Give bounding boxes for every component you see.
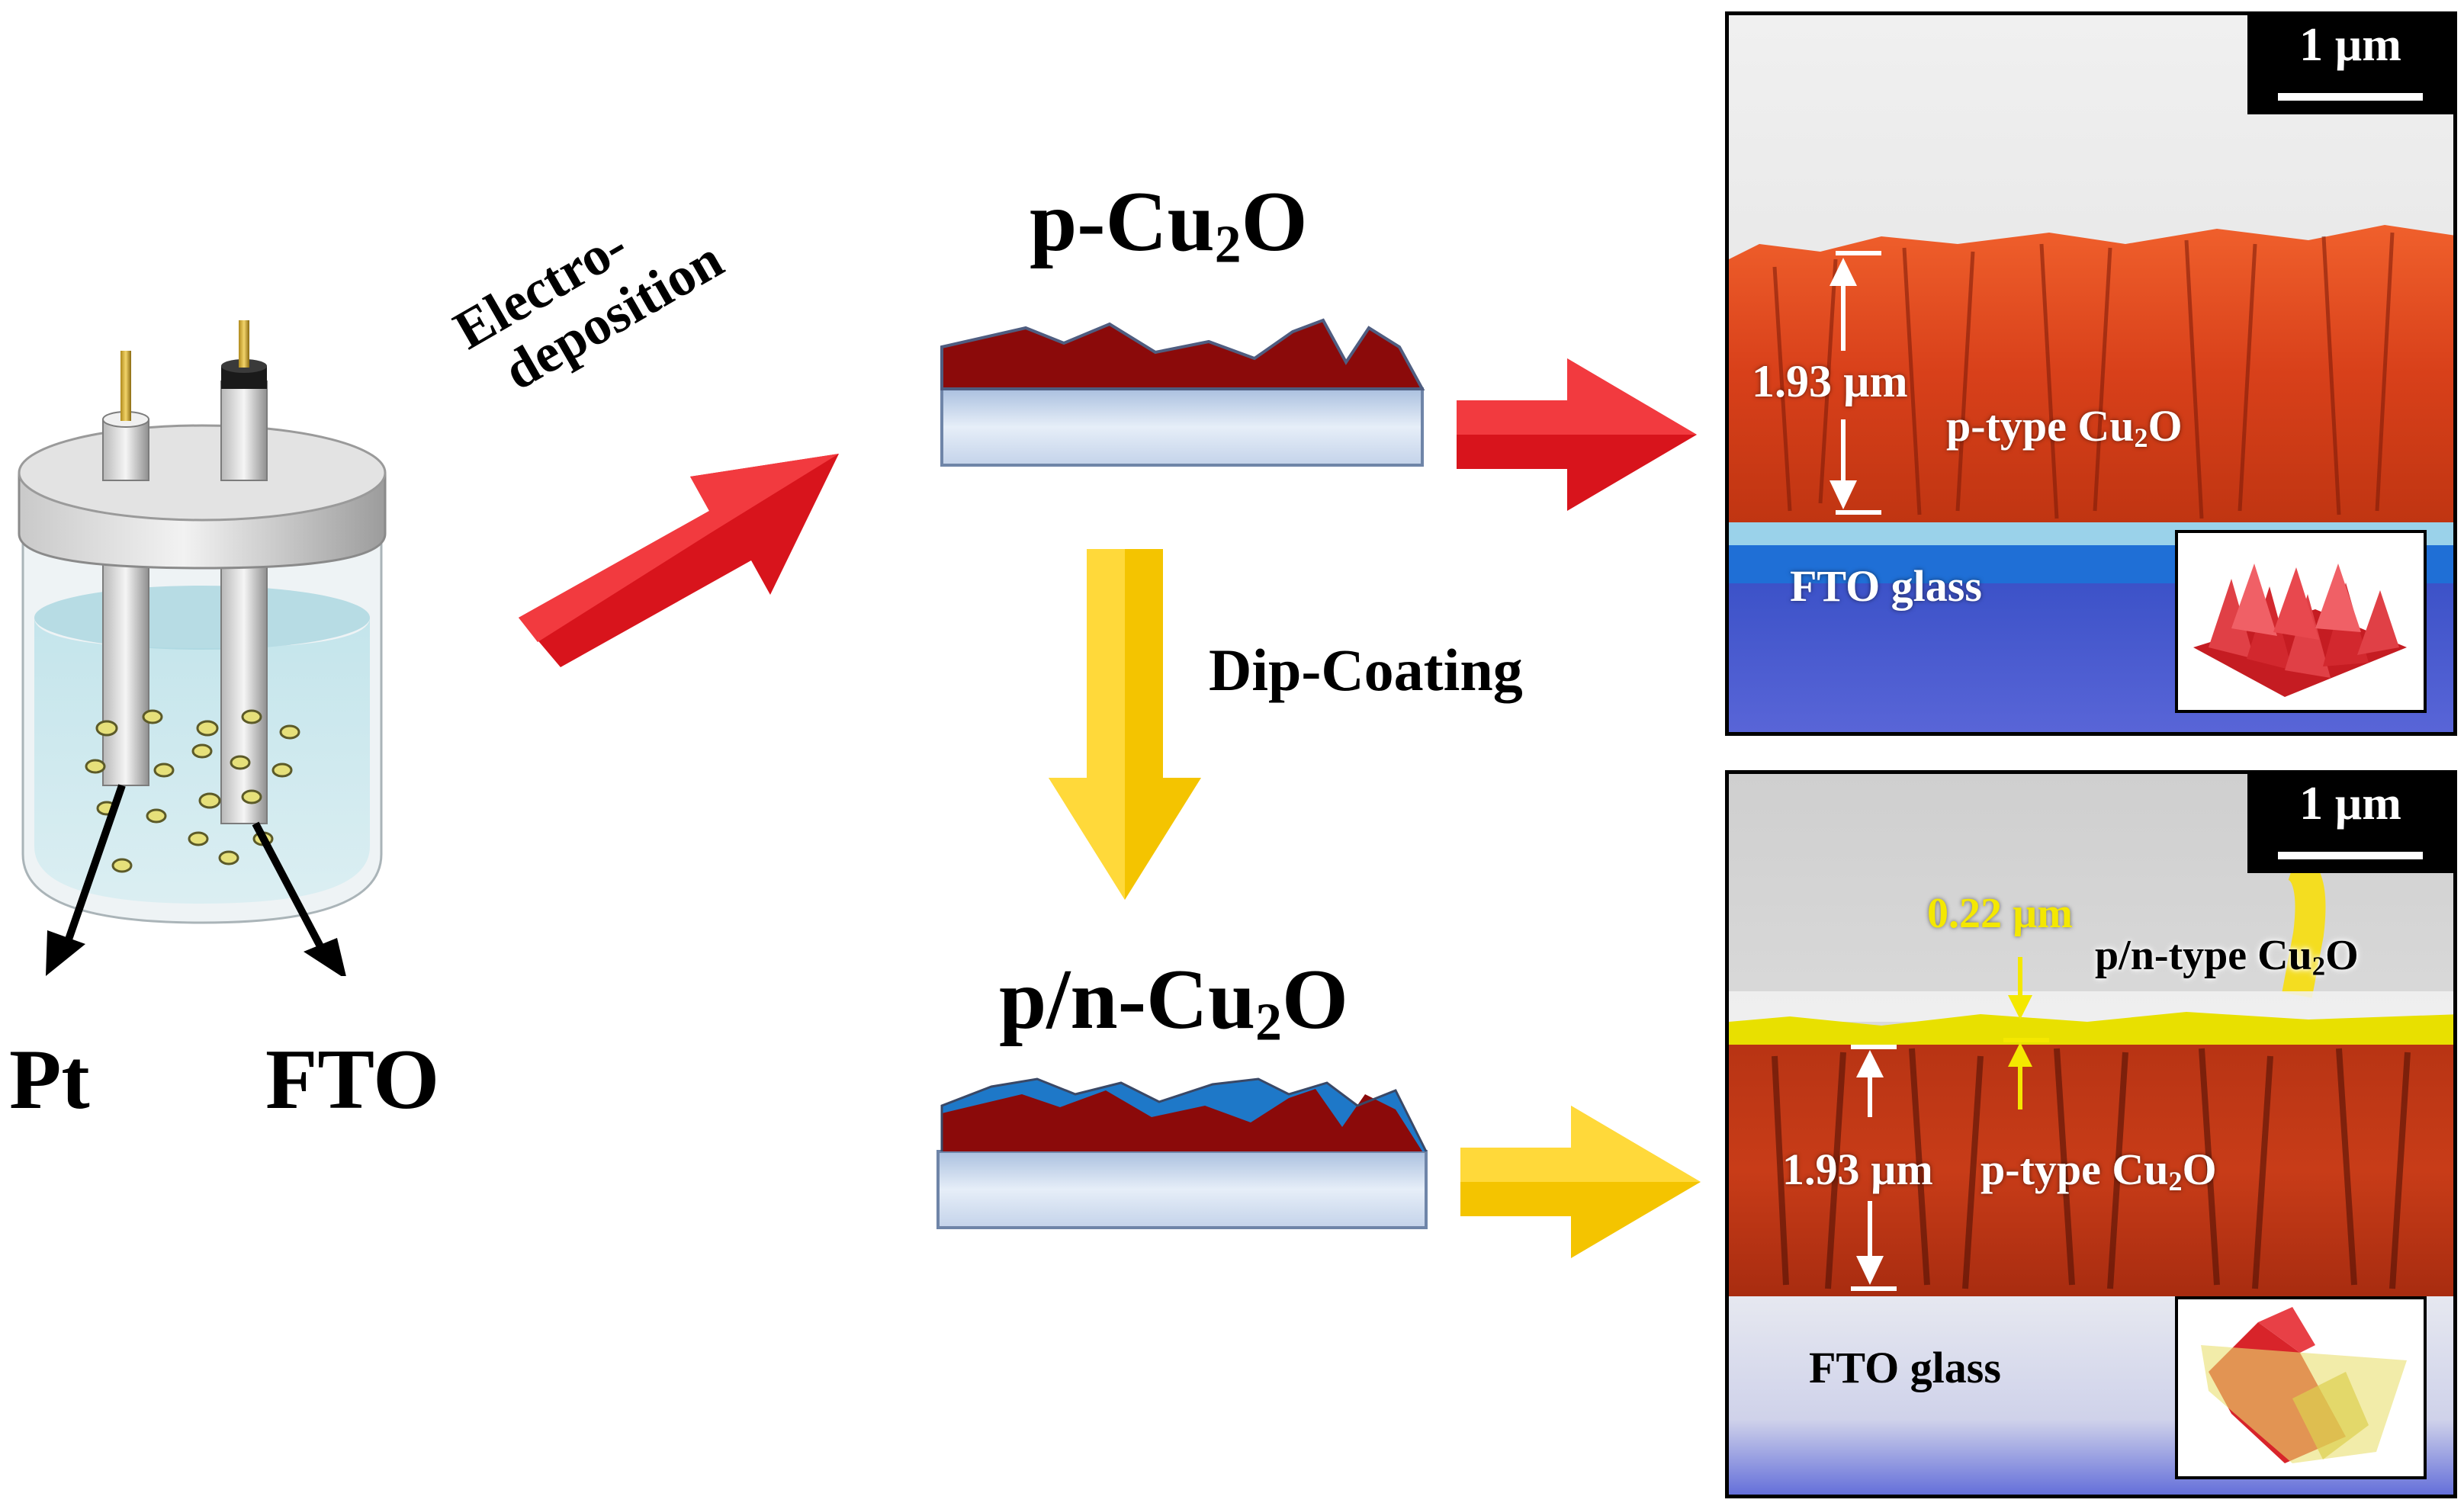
dip-coating-label: Dip-Coating	[1209, 637, 1523, 703]
fto-label: FTO	[265, 1032, 440, 1127]
p-cu2o-title: p-Cu2O	[1030, 179, 1308, 271]
pn-cu2o-film-schematic	[936, 1077, 1428, 1229]
pn-cu2o-title-suffix: O	[1281, 952, 1349, 1047]
dip-coating-arrow	[1049, 549, 1201, 900]
sem-bottom-substrate: FTO glass	[1809, 1343, 2001, 1392]
electrodeposition-label: Electro- deposition	[431, 177, 733, 421]
pn-cu2o-title-prefix: p/n-Cu	[999, 952, 1256, 1047]
p-cu2o-film-schematic	[940, 318, 1425, 467]
sem-top-image	[1729, 15, 2453, 732]
p-film-substrate	[940, 387, 1424, 467]
sem-image-p-cu2o: 1 µm 1.93 µm p-type Cu2O FTO glass	[1725, 11, 2457, 736]
sem-bottom-n-layer-prefix: p/n-type Cu	[2095, 932, 2312, 979]
fto-electrode	[220, 518, 268, 824]
sem-bottom-n-layer-label: p/n-type Cu2O	[2095, 932, 2359, 979]
sem-top-scale-text: 1 µm	[2299, 19, 2401, 71]
sem-top-layer-prefix: p-type Cu	[1946, 401, 2135, 451]
sem-bottom-coated-inset	[2175, 1296, 2427, 1479]
sem-bottom-n-layer-suffix: O	[2325, 932, 2359, 979]
sem-image-pn-cu2o: 1 µm 0.22 µm p/n-type Cu2O 1.93 µm p-typ…	[1725, 770, 2457, 1498]
yellow-arrow-to-sem	[1460, 1106, 1701, 1258]
pn-cu2o-title-sub: 2	[1255, 993, 1282, 1052]
sem-bottom-n-thickness: 0.22 µm	[1927, 890, 2073, 937]
sem-bottom-n-layer-sub: 2	[2311, 951, 2326, 981]
p-film-layer	[940, 318, 1425, 390]
sem-top-scale-line	[2278, 93, 2423, 101]
sem-top-pyramid-inset	[2175, 530, 2427, 713]
p-cu2o-title-prefix: p-Cu	[1030, 175, 1215, 269]
sem-bottom-layer-label: p-type Cu2O	[1981, 1145, 2217, 1195]
sem-top-layer-suffix: O	[2148, 401, 2183, 451]
sem-bottom-scale-text: 1 µm	[2299, 778, 2401, 830]
sem-bottom-scale-line	[2278, 852, 2423, 859]
sem-top-substrate: FTO glass	[1790, 561, 1982, 611]
pyramid-morphology-icon	[2193, 564, 2407, 697]
electrodeposition-arrow	[519, 454, 839, 667]
pt-label: Pt	[9, 1032, 90, 1127]
sem-bottom-thickness: 1.93 µm	[1782, 1145, 1933, 1194]
coated-pyramid-morphology-icon	[2201, 1307, 2407, 1463]
red-arrow-to-sem	[1457, 358, 1697, 511]
sem-top-scale-bar: 1 µm	[2247, 15, 2453, 114]
p-cu2o-title-sub: 2	[1214, 215, 1242, 275]
sem-bottom-scale-bar: 1 µm	[2247, 774, 2453, 873]
p-cu2o-title-suffix: O	[1241, 175, 1308, 269]
sem-top-thickness: 1.93 µm	[1752, 356, 1908, 406]
pn-film-substrate	[936, 1150, 1428, 1229]
sem-top-layer-label: p-type Cu2O	[1946, 401, 2183, 451]
sem-top-layer-sub: 2	[2134, 422, 2148, 453]
electrochemical-cell	[18, 320, 387, 976]
sem-bottom-layer-sub: 2	[2168, 1165, 2183, 1196]
sem-bottom-layer-suffix: O	[2182, 1145, 2217, 1194]
sem-bottom-layer-prefix: p-type Cu	[1981, 1145, 2169, 1194]
pn-film-p-layer	[942, 1089, 1422, 1151]
pn-cu2o-title: p/n-Cu2O	[999, 957, 1348, 1048]
